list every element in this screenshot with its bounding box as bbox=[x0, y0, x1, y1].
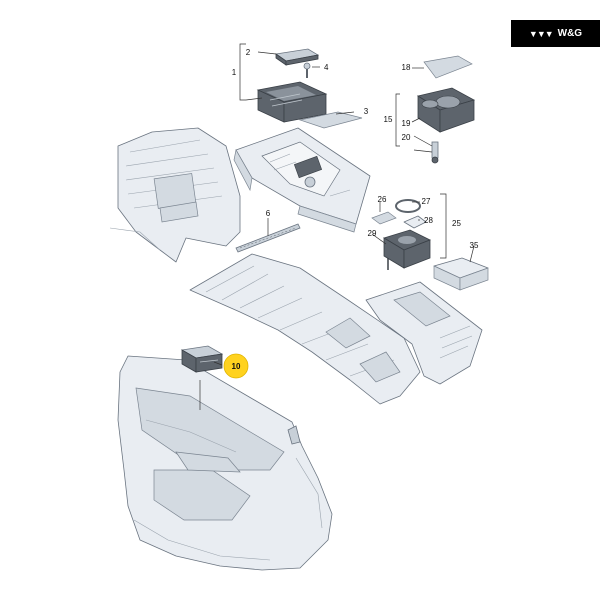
wg-logo-icon: ▼▼▼ bbox=[528, 28, 554, 39]
part-6-trim-strip[interactable] bbox=[235, 223, 301, 253]
callout-26: 26 bbox=[378, 195, 387, 204]
part-4-screw[interactable] bbox=[303, 62, 311, 78]
center-console-trim[interactable] bbox=[233, 127, 371, 233]
leader-lines bbox=[199, 43, 475, 410]
door-panel bbox=[117, 355, 333, 571]
part-10-module[interactable] bbox=[180, 345, 224, 373]
callout-29: 29 bbox=[368, 229, 377, 238]
part-27-ring[interactable] bbox=[395, 199, 421, 213]
part-28-mount[interactable] bbox=[403, 215, 427, 229]
callout-19: 19 bbox=[402, 119, 411, 128]
part-29-shift-housing[interactable] bbox=[383, 229, 431, 270]
callout-15: 15 bbox=[384, 115, 393, 124]
callout-20: 20 bbox=[402, 133, 411, 142]
part-1-storage-box[interactable] bbox=[256, 81, 328, 123]
callout-1: 1 bbox=[232, 68, 237, 77]
callout-27: 27 bbox=[422, 197, 431, 206]
callout-4: 4 bbox=[324, 63, 329, 72]
brand-text: W&G bbox=[557, 28, 583, 39]
callout-3: 3 bbox=[364, 107, 369, 116]
callout-25: 25 bbox=[452, 219, 461, 228]
center-console-frame bbox=[189, 253, 421, 405]
rear-console-panel bbox=[365, 281, 483, 385]
callout-2: 2 bbox=[246, 48, 251, 57]
callout-35: 35 bbox=[470, 241, 479, 250]
callout-28: 28 bbox=[424, 216, 433, 225]
dashboard-assembly bbox=[109, 127, 241, 263]
brand-badge: ▼▼▼ W&G bbox=[511, 20, 600, 47]
part-2-cover[interactable] bbox=[274, 48, 320, 66]
part-20-clip[interactable] bbox=[431, 141, 439, 164]
part-15-cup-holder[interactable] bbox=[416, 87, 476, 133]
part-18-cover-plate[interactable] bbox=[423, 55, 473, 79]
part-3-mat[interactable] bbox=[298, 111, 363, 129]
part-35-box[interactable] bbox=[433, 257, 489, 291]
part-26-pad[interactable] bbox=[371, 211, 397, 225]
callout-6: 6 bbox=[266, 209, 271, 218]
callout-10: 10 bbox=[232, 362, 241, 371]
part-10-highlight-marker bbox=[223, 353, 249, 379]
callout-18: 18 bbox=[402, 63, 411, 72]
callout-labels: 2 4 1 3 18 15 19 20 6 26 27 28 25 29 35 … bbox=[232, 48, 479, 371]
